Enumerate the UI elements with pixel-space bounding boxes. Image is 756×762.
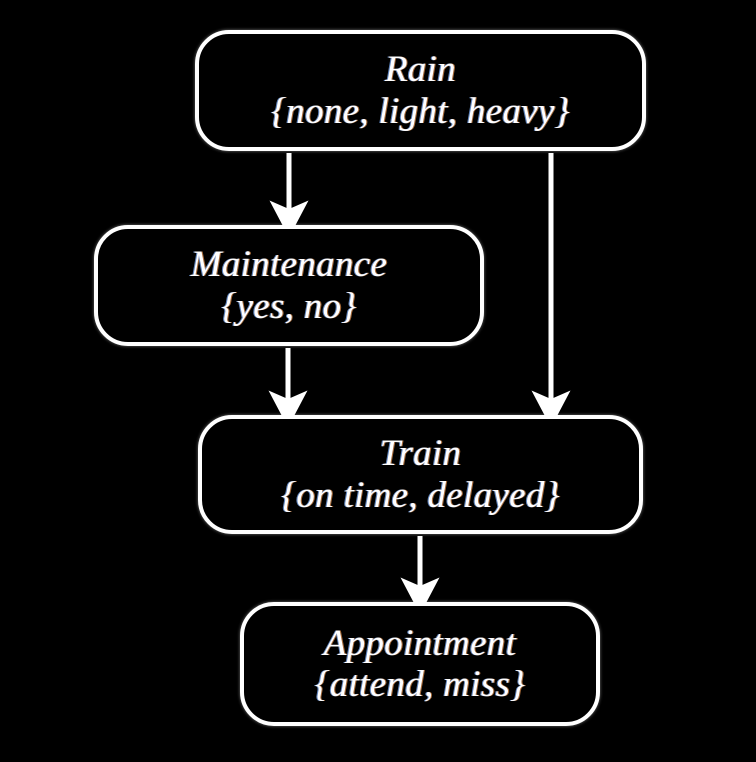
node-rain-states: {none, light, heavy} (271, 90, 570, 132)
node-maintenance-name: Maintenance (190, 244, 388, 286)
node-train-states: {on time, delayed} (281, 474, 560, 516)
node-maintenance[interactable]: Maintenance {yes, no} (94, 225, 484, 346)
node-appointment[interactable]: Appointment {attend, miss} (240, 602, 600, 726)
node-appointment-name: Appointment (323, 622, 517, 664)
node-appointment-states: {attend, miss} (314, 664, 526, 705)
node-rain[interactable]: Rain {none, light, heavy} (195, 30, 646, 151)
node-maintenance-states: {yes, no} (221, 285, 357, 327)
node-train[interactable]: Train {on time, delayed} (198, 415, 643, 534)
node-train-name: Train (379, 433, 462, 475)
node-rain-name: Rain (384, 49, 457, 91)
